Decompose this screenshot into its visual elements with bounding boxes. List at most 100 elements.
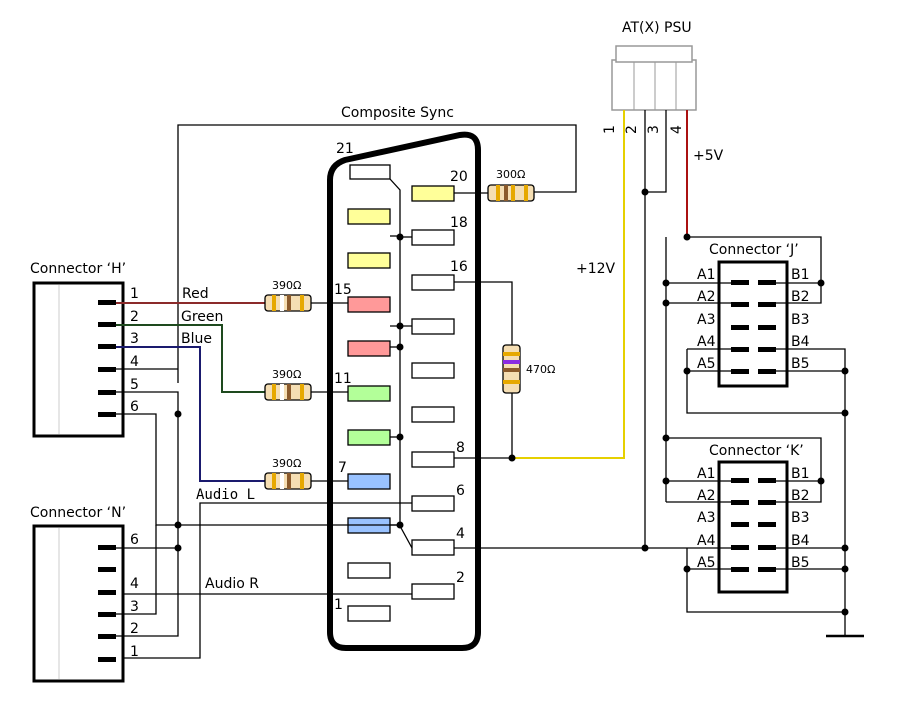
scart-pin-12 bbox=[411, 362, 455, 379]
conn-n-pin-6: 6 bbox=[130, 532, 139, 548]
conn-k-a2: A2 bbox=[697, 488, 715, 504]
scart-label-8: 8 bbox=[456, 440, 465, 456]
wire-composite-sync bbox=[177, 124, 577, 383]
resistor-300 bbox=[487, 184, 535, 202]
scart-pin-20 bbox=[411, 185, 455, 202]
conn-h-pin-1: 1 bbox=[130, 286, 139, 302]
conn-h-pin-2: 2 bbox=[130, 309, 139, 325]
scart-label-6: 6 bbox=[456, 483, 465, 499]
composite-sync-label: Composite Sync bbox=[341, 105, 454, 121]
wire-green bbox=[116, 324, 265, 393]
scart-pin-6 bbox=[411, 495, 455, 512]
resistor-390-green-label: 390Ω bbox=[272, 368, 301, 381]
conn-n-pin-3: 3 bbox=[130, 599, 139, 615]
resistor-470 bbox=[502, 344, 521, 394]
conn-h-pin-6: 6 bbox=[130, 399, 139, 415]
scart-label-21: 21 bbox=[336, 141, 354, 157]
conn-j-body bbox=[717, 260, 789, 388]
resistor-390-green bbox=[264, 383, 312, 401]
conn-k-b4: B4 bbox=[791, 533, 810, 549]
scart-pin-7 bbox=[347, 473, 391, 490]
scart-label-16: 16 bbox=[450, 259, 468, 275]
psu-pin-2: 2 bbox=[624, 125, 640, 134]
conn-n-pin-1: 1 bbox=[130, 644, 139, 660]
conn-n-title: Connector ‘N’ bbox=[30, 505, 126, 521]
scart-label-7: 7 bbox=[338, 460, 347, 476]
conn-h-body bbox=[32, 281, 125, 438]
resistor-390-blue-label: 390Ω bbox=[272, 457, 301, 470]
conn-j-a3: A3 bbox=[697, 312, 715, 328]
conn-j-pins bbox=[731, 280, 776, 374]
conn-h-blue-label: Blue bbox=[181, 331, 212, 347]
wire-gnd-3 bbox=[645, 110, 667, 193]
wire-blue bbox=[116, 346, 265, 482]
conn-j-b1: B1 bbox=[791, 267, 810, 283]
conn-k-pins bbox=[731, 478, 776, 572]
audio-r-label: Audio R bbox=[205, 576, 259, 592]
junction-dots bbox=[174, 188, 849, 616]
scart-label-2: 2 bbox=[456, 570, 465, 586]
psu-title: AT(X) PSU bbox=[622, 20, 692, 36]
conn-n-pin-2: 2 bbox=[130, 621, 139, 637]
resistor-390-red bbox=[264, 294, 312, 312]
scart-label-1: 1 bbox=[334, 597, 343, 613]
scart-pin-9 bbox=[347, 429, 391, 446]
psu-pin-1: 1 bbox=[602, 125, 618, 134]
psu-12v-label: +12V bbox=[576, 261, 616, 277]
conn-j-b2: B2 bbox=[791, 289, 810, 305]
conn-h-pin-3: 3 bbox=[130, 331, 139, 347]
conn-h-pin-4: 4 bbox=[130, 354, 139, 370]
scart-pin-8 bbox=[411, 451, 455, 468]
wire-12v bbox=[512, 110, 625, 459]
scart-label-11: 11 bbox=[334, 371, 352, 387]
conn-h-green-label: Green bbox=[181, 309, 223, 325]
scart-label-4: 4 bbox=[456, 526, 465, 542]
conn-k-b2: B2 bbox=[791, 488, 810, 504]
scart-pin-13 bbox=[347, 340, 391, 357]
scart-pin-3 bbox=[347, 562, 391, 579]
scart-pin-18 bbox=[411, 229, 455, 246]
scart-internal-gnd bbox=[389, 178, 413, 549]
scart-pin-2 bbox=[411, 583, 455, 600]
psu-pin-3: 3 bbox=[646, 125, 662, 134]
resistor-390-blue bbox=[264, 472, 312, 490]
conn-h-pins bbox=[98, 300, 116, 417]
resistor-300-label: 300Ω bbox=[496, 168, 525, 181]
scart-pin-15 bbox=[347, 296, 391, 313]
scart-label-20: 20 bbox=[450, 169, 468, 185]
conn-j-a1: A1 bbox=[697, 267, 715, 283]
scart-label-18: 18 bbox=[450, 215, 468, 231]
conn-k-a4: A4 bbox=[697, 533, 716, 549]
scart-pin-21 bbox=[349, 164, 391, 180]
conn-j-b4: B4 bbox=[791, 334, 810, 350]
scart-pin-10 bbox=[411, 406, 455, 423]
conn-h-title: Connector ‘H’ bbox=[30, 261, 126, 277]
scart-pin-4 bbox=[411, 539, 455, 556]
scart-pin-11 bbox=[347, 385, 391, 402]
scart-pin-16 bbox=[411, 274, 455, 291]
psu-connector bbox=[611, 45, 697, 111]
conn-k-b1: B1 bbox=[791, 466, 810, 482]
ground-icon bbox=[826, 612, 864, 638]
scart-label-15: 15 bbox=[334, 282, 352, 298]
conn-k-b3: B3 bbox=[791, 510, 810, 526]
conn-j-a5: A5 bbox=[697, 356, 715, 372]
scart-pin-19 bbox=[347, 208, 391, 225]
conn-h-red-label: Red bbox=[182, 286, 209, 302]
conn-j-a2: A2 bbox=[697, 289, 715, 305]
wire-audio-l bbox=[123, 502, 412, 659]
scart-pin-17 bbox=[347, 252, 391, 269]
conn-k-a3: A3 bbox=[697, 510, 715, 526]
scart-pin-14 bbox=[411, 318, 455, 335]
conn-k-b5: B5 bbox=[791, 555, 810, 571]
conn-n-pin-4: 4 bbox=[130, 576, 139, 592]
psu-pin-4: 4 bbox=[669, 125, 685, 134]
conn-k-a1: A1 bbox=[697, 466, 715, 482]
psu-5v-label: +5V bbox=[693, 148, 724, 164]
conn-h-pin-5: 5 bbox=[130, 377, 139, 393]
resistor-470-label: 470Ω bbox=[526, 363, 555, 376]
audio-l-label: Audio L bbox=[196, 487, 255, 503]
conn-n-body bbox=[32, 524, 125, 683]
conn-k-a5: A5 bbox=[697, 555, 715, 571]
